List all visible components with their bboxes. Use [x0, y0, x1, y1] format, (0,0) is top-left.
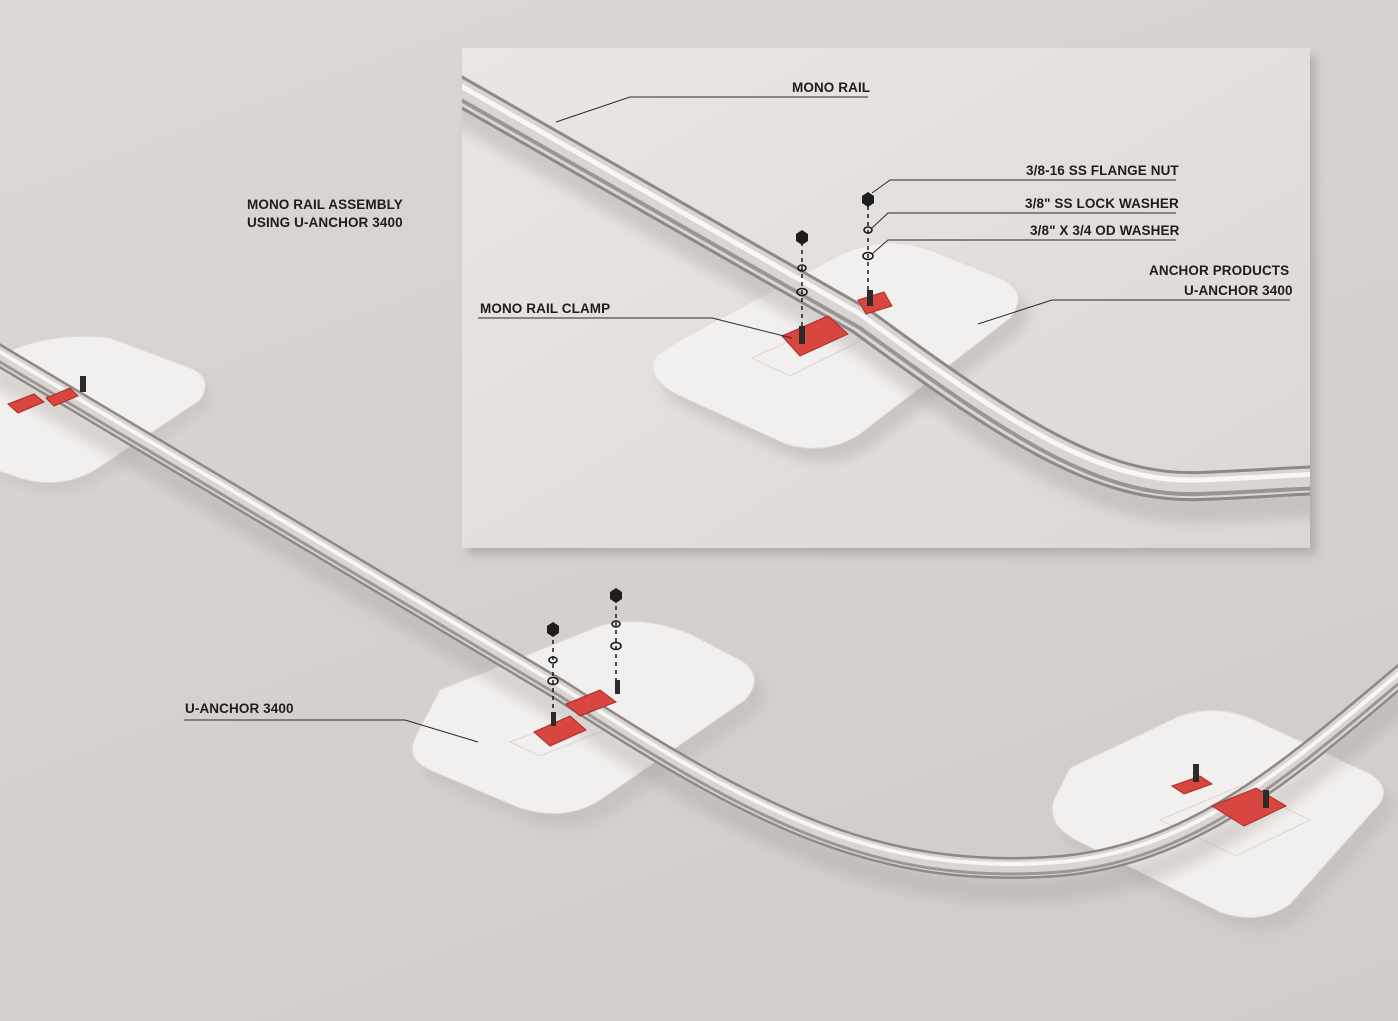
diagram-title-line1: MONO RAIL ASSEMBLY — [247, 197, 403, 212]
callout-rail-clamp: MONO RAIL CLAMP — [480, 301, 610, 316]
leader-od-washer — [871, 239, 1176, 255]
callout-lock-washer: 3/8" SS LOCK WASHER — [1025, 196, 1179, 211]
main-scene: MONO RAIL ASSEMBLY USING U-ANCHOR 3400 U… — [0, 197, 1398, 932]
leader-u-anchor — [184, 719, 479, 743]
callout-od-washer: 3/8" X 3/4 OD WASHER — [1030, 223, 1180, 238]
leader-mono-rail — [555, 96, 868, 123]
callout-anchor-line2: U-ANCHOR 3400 — [1184, 283, 1293, 298]
mono-rail-main — [0, 343, 1398, 879]
rail-clamps-main — [7, 376, 1288, 827]
leader-rail-clamp — [478, 317, 793, 339]
leader-anchor-products — [977, 299, 1290, 325]
callout-flange-nut: 3/8-16 SS FLANGE NUT — [1026, 163, 1179, 178]
callout-u-anchor: U-ANCHOR 3400 — [185, 701, 294, 716]
diagram-title-line2: USING U-ANCHOR 3400 — [247, 215, 403, 230]
leader-flange-nut — [871, 179, 1176, 194]
callout-mono-rail: MONO RAIL — [792, 80, 870, 95]
detail-inset: MONO RAIL 3/8-16 SS FLANGE NUT 3/8" SS L… — [462, 48, 1316, 554]
callout-anchor-line1: ANCHOR PRODUCTS — [1149, 263, 1289, 278]
leader-lock-washer — [871, 212, 1176, 229]
exploded-hardware-main — [547, 588, 622, 712]
rail-shadow — [0, 361, 1398, 902]
